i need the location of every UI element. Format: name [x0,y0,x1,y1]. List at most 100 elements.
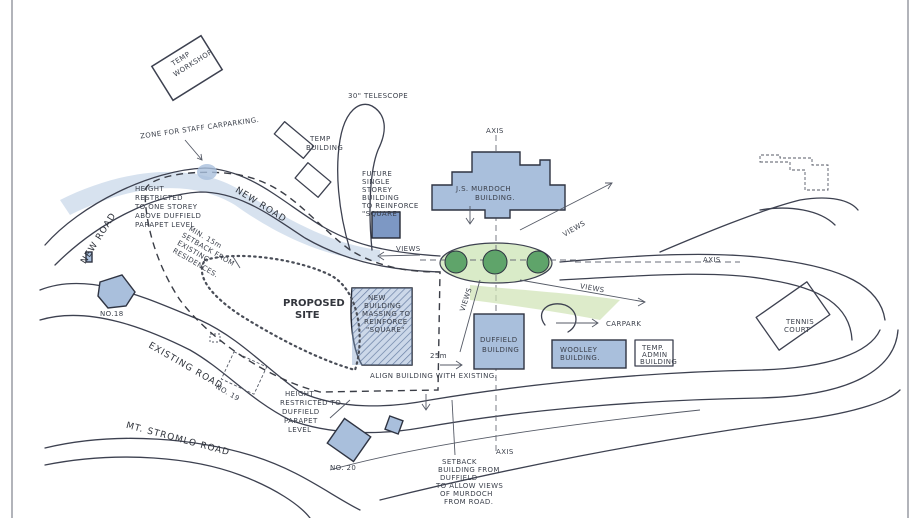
shed-no20 [384,415,404,435]
label-murdoch-2: BUILDING. [475,194,515,202]
label-future-building: FUTURE SINGLE STOREY BUILDING TO REINFOR… [361,170,419,218]
svg-text:FROM ROAD.: FROM ROAD. [444,498,493,506]
svg-text:SETBACK: SETBACK [442,458,477,466]
lower-road-edge [379,389,901,501]
label-axis-right: AXIS [703,256,721,264]
svg-text:TO REINFORCE: TO REINFORCE [361,202,419,210]
svg-text:RESTRICTED: RESTRICTED [135,194,183,202]
new-building-wash [352,288,412,365]
mt-stromlo-road-edge-top [44,437,361,511]
annotation-arrows [184,139,646,456]
label-views-left: VIEWS [396,245,421,253]
label-views-upper-right: VIEWS [562,219,587,238]
shed-no19 [209,333,221,343]
svg-text:HEIGHT: HEIGHT [285,390,314,398]
lawn-wash [470,285,620,320]
temp-admin-building [634,339,674,367]
label-tennis-2: COURT [784,326,810,334]
label-height-duffield: HEIGHT RESTRICTED TO DUFFIELD PARAPET LE… [280,390,341,434]
duffield-building [473,313,525,370]
setback-dotted-zone [200,254,361,372]
woolley-building [551,339,627,369]
temp-workshop-outline [150,34,224,102]
label-woolley-2: BUILDING. [560,354,600,362]
svg-text:REINFORCE: REINFORCE [364,318,408,326]
north-east-track-inner [759,207,836,226]
svg-text:DUFFIELD: DUFFIELD [440,474,478,482]
small-shed [85,251,93,263]
east-road-edge-top [559,253,886,321]
house-no20 [326,417,372,463]
label-murdoch-1: J.S. MURDOCH [455,185,511,193]
svg-text:LEVEL: LEVEL [288,426,311,434]
svg-text:"SQUARE": "SQUARE" [366,326,405,334]
label-no20: NO. 20 [330,464,356,472]
telescope-access-loop [337,103,385,251]
temp-building-b [294,162,332,198]
label-no18: NO.18 [100,310,124,318]
svg-text:HEIGHT: HEIGHT [135,185,164,193]
svg-text:NEW: NEW [368,294,386,302]
label-temp-admin-2: ADMIN [642,351,668,359]
svg-text:BUILDING: BUILDING [364,302,401,310]
svg-text:DUFFIELD: DUFFIELD [282,408,320,416]
label-temp-building-1: TEMP [309,135,331,143]
label-setback-25m: 25m [430,352,447,360]
lower-road-inner [329,409,701,471]
future-building-footprint [371,211,401,239]
label-new-building: NEW BUILDING MASSING TO REINFORCE "SQUAR… [362,294,411,334]
east-road-edge-bottom [559,273,853,341]
svg-text:"SQUARE": "SQUARE" [362,210,401,218]
svg-text:MASSING TO: MASSING TO [362,310,411,318]
murdoch-building [431,151,566,219]
temp-building-a [273,121,315,159]
carparking-zone-marker [197,164,217,180]
proposed-site-boundary [144,171,441,393]
svg-text:TO ALLOW VIEWS: TO ALLOW VIEWS [435,482,503,490]
label-duffield-1: DUFFIELD [480,336,518,344]
svg-text:PARAPET: PARAPET [284,417,318,425]
svg-text:PARAPET LEVEL: PARAPET LEVEL [135,221,195,229]
label-woolley-1: WOOLLEY [560,346,598,354]
tree-1 [444,250,468,274]
svg-text:ABOVE DUFFIELD: ABOVE DUFFIELD [135,212,201,220]
label-carpark: CARPARK [606,320,641,328]
label-temp-admin-1: TEMP. [641,344,664,352]
future-east-buildings [759,154,829,191]
svg-text:BUILDING: BUILDING [362,194,399,202]
tennis-court [755,281,831,351]
new-road-edge-bottom [54,191,441,273]
svg-text:OF MURDOCH: OF MURDOCH [440,490,493,498]
label-height-one-storey: HEIGHT RESTRICTED TO ONE STOREY ABOVE DU… [134,185,201,229]
label-setback: MIN. 15m SETBACK FROM EXISTING RESIDENCE… [171,225,236,279]
tree-2 [482,249,508,275]
label-temp-admin-3: BUILDING [640,358,677,366]
label-duffield-2: BUILDING [482,346,519,354]
svg-text:FUTURE: FUTURE [362,170,392,178]
label-tennis-1: TENNIS [785,318,814,326]
svg-text:BUILDING FROM: BUILDING FROM [438,466,500,474]
label-axis-bottom: AXIS [496,448,514,456]
existing-road-edge-top [39,282,881,407]
label-telescope: 30" TELESCOPE [348,92,408,100]
north-east-track [659,197,859,253]
label-no19: NO. 19 [214,383,241,403]
label-axis-top: AXIS [486,127,504,135]
label-staff-carparking: ZONE FOR STAFF CARPARKING. [140,116,260,141]
label-setback-murdoch: SETBACK BUILDING FROM DUFFIELD TO ALLOW … [435,458,503,506]
svg-text:TO ONE STOREY: TO ONE STOREY [134,203,198,211]
label-proposed-site-2: SITE [295,310,320,321]
tree-3 [526,250,550,274]
house-no18 [97,274,136,309]
label-proposed-site-1: PROPOSED [283,298,345,309]
label-mt-stromlo-road: MT. STROMLO ROAD [125,421,231,458]
svg-text:SINGLE: SINGLE [362,178,390,186]
carpark-turning-loop [540,303,577,333]
label-align-building: ALIGN BUILDING WITH EXISTING. [370,372,497,380]
svg-text:STOREY: STOREY [362,186,393,194]
new-road-wash [60,171,380,262]
mt-stromlo-road-edge-bottom [44,456,311,518]
svg-text:RESTRICTED TO: RESTRICTED TO [280,399,341,407]
